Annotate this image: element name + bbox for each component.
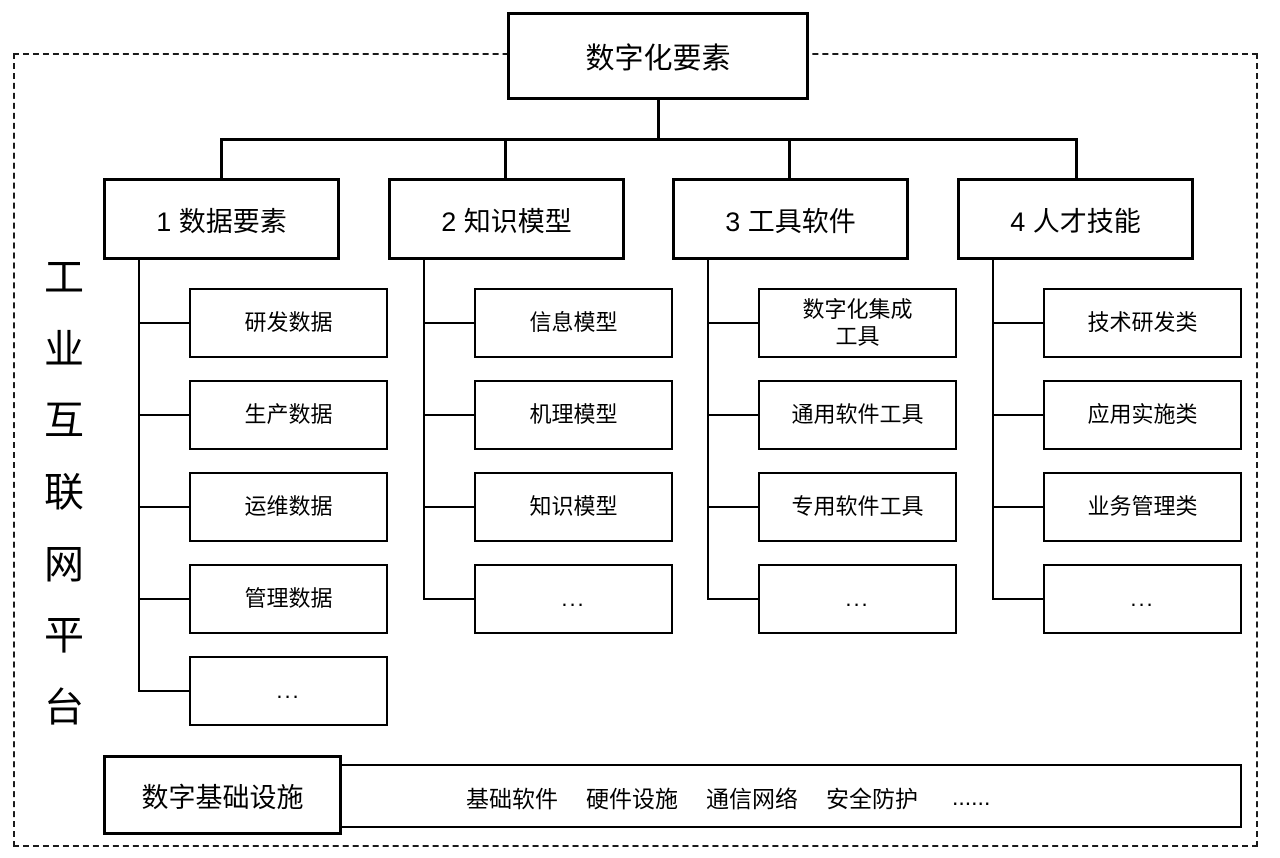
category-label: 1 数据要素 (156, 206, 287, 237)
infrastructure-label: 数字基础设施 (141, 782, 304, 813)
leaf-label: 生产数据 (244, 402, 333, 428)
category-node-knowledge-models: 2 知识模型 (388, 178, 625, 260)
leaf-node: 知识模型 (474, 472, 673, 542)
connector-branch-1-4 (138, 598, 190, 600)
infrastructure-item: 安全防护 (826, 786, 918, 812)
leaf-node: 生产数据 (189, 380, 388, 450)
connector-spine-1 (138, 260, 140, 692)
platform-label-char: 网 (44, 542, 84, 587)
leaf-node: 技术研发类 (1043, 288, 1242, 358)
connector-branch-2-1 (423, 322, 475, 324)
category-node-data-elements: 1 数据要素 (103, 178, 340, 260)
leaf-node: 数字化集成 工具 (758, 288, 957, 358)
platform-label-char: 工 (44, 256, 84, 300)
connector-bus-drop-3 (788, 138, 791, 178)
leaf-label: 管理数据 (244, 586, 333, 612)
leaf-node: 专用软件工具 (758, 472, 957, 542)
connector-spine-3 (707, 260, 709, 600)
leaf-label: 运维数据 (244, 494, 333, 520)
leaf-label: ... (845, 586, 870, 612)
category-node-talent-skills: 4 人才技能 (957, 178, 1194, 260)
leaf-node: 通用软件工具 (758, 380, 957, 450)
platform-label-char: 台 (44, 685, 84, 730)
platform-label-char: 业 (44, 327, 84, 372)
infrastructure-items: 基础软件 硬件设施 通信网络 安全防护 ...... (466, 780, 990, 814)
leaf-node-ellipsis: ... (189, 656, 388, 726)
platform-label-char: 互 (44, 399, 84, 444)
platform-frame (13, 53, 1258, 847)
connector-branch-4-3 (992, 506, 1044, 508)
connector-branch-1-2 (138, 414, 190, 416)
leaf-label: 专用软件工具 (791, 494, 924, 520)
connector-branch-1-3 (138, 506, 190, 508)
leaf-label: 业务管理类 (1087, 494, 1198, 520)
leaf-label: 技术研发类 (1087, 310, 1198, 336)
connector-branch-3-2 (707, 414, 759, 416)
leaf-label: 应用实施类 (1087, 402, 1198, 428)
connector-spine-2 (423, 260, 425, 600)
connector-branch-1-1 (138, 322, 190, 324)
leaf-label: 通用软件工具 (791, 402, 924, 428)
connector-bus-drop-1 (220, 138, 223, 178)
connector-branch-4-4 (992, 598, 1044, 600)
category-label: 3 工具软件 (725, 206, 856, 237)
connector-branch-3-1 (707, 322, 759, 324)
leaf-node-ellipsis: ... (1043, 564, 1242, 634)
leaf-label: 知识模型 (529, 494, 618, 520)
connector-branch-3-4 (707, 598, 759, 600)
leaf-node: 应用实施类 (1043, 380, 1242, 450)
infrastructure-label-box: 数字基础设施 (103, 755, 342, 835)
connector-spine-4 (992, 260, 994, 600)
leaf-label: ... (561, 586, 586, 612)
leaf-node: 机理模型 (474, 380, 673, 450)
leaf-label: ... (276, 678, 301, 704)
leaf-label: 数字化集成 工具 (802, 296, 913, 350)
platform-label-char: 平 (44, 614, 84, 659)
leaf-label: 机理模型 (529, 402, 618, 428)
connector-bus-drop-4 (1075, 138, 1078, 178)
platform-label-char: 联 (44, 470, 84, 515)
connector-branch-4-2 (992, 414, 1044, 416)
leaf-node: 管理数据 (189, 564, 388, 634)
leaf-label: ... (1130, 586, 1155, 612)
category-label: 2 知识模型 (441, 206, 572, 237)
connector-root-stem (657, 100, 660, 139)
platform-vertical-label: 工 业 互 联 网 平 台 (30, 258, 98, 728)
leaf-node-ellipsis: ... (758, 564, 957, 634)
connector-branch-1-5 (138, 690, 190, 692)
category-label: 4 人才技能 (1010, 206, 1141, 237)
leaf-node: 业务管理类 (1043, 472, 1242, 542)
connector-bus-drop-2 (504, 138, 507, 178)
connector-branch-4-1 (992, 322, 1044, 324)
connector-branch-3-3 (707, 506, 759, 508)
infrastructure-item: 硬件设施 (586, 786, 678, 812)
infrastructure-item-ellipsis: ...... (952, 783, 991, 810)
connector-branch-2-3 (423, 506, 475, 508)
leaf-label: 信息模型 (529, 310, 618, 336)
connector-bus (221, 138, 1077, 141)
leaf-node: 运维数据 (189, 472, 388, 542)
connector-branch-2-4 (423, 598, 475, 600)
infrastructure-item: 基础软件 (466, 786, 558, 812)
root-node-label: 数字化要素 (585, 43, 731, 75)
leaf-node: 信息模型 (474, 288, 673, 358)
leaf-label: 研发数据 (244, 310, 333, 336)
leaf-node-ellipsis: ... (474, 564, 673, 634)
connector-branch-2-2 (423, 414, 475, 416)
leaf-node: 研发数据 (189, 288, 388, 358)
infrastructure-item: 通信网络 (706, 786, 798, 812)
root-node-digital-elements: 数字化要素 (507, 12, 809, 100)
category-node-tool-software: 3 工具软件 (672, 178, 909, 260)
